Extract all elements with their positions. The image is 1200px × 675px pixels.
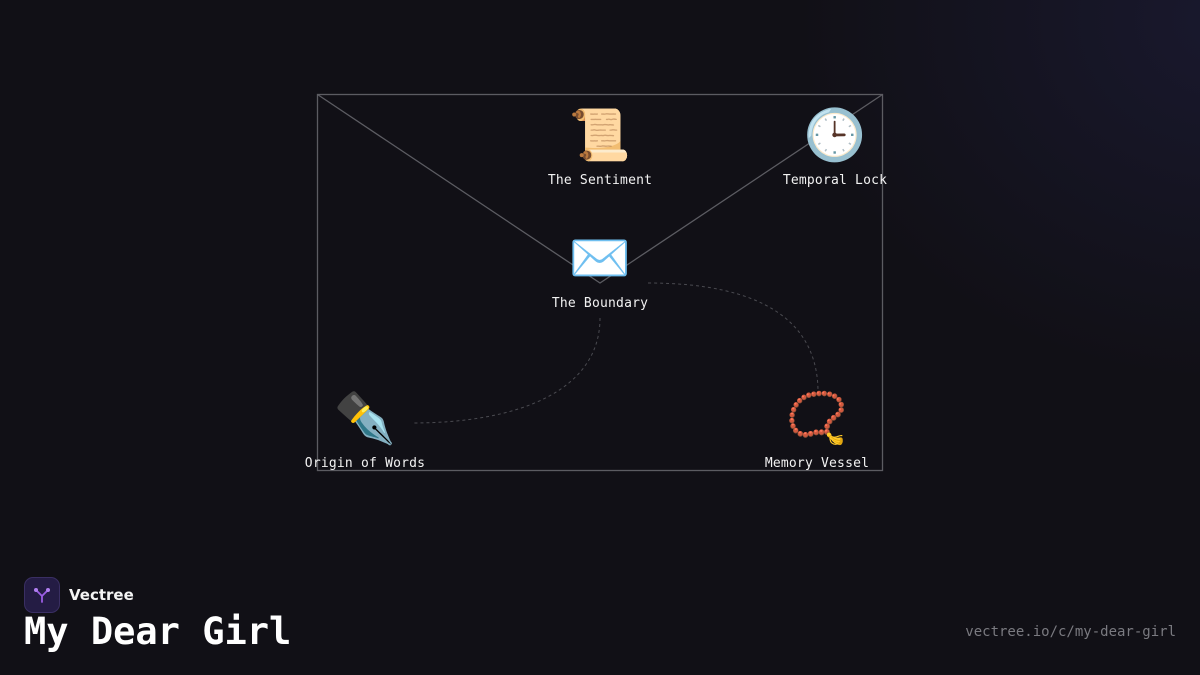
node-memory-vessel[interactable]: 📿 Memory Vessel <box>727 388 907 471</box>
node-temporal-lock[interactable]: 🕒 Temporal Lock <box>745 105 925 188</box>
envelope-flap <box>317 93 883 284</box>
clock-icon: 🕒 <box>803 106 867 164</box>
scroll-icon: 📜 <box>568 106 632 164</box>
brand-name: Vectree <box>69 586 134 604</box>
node-sentiment[interactable]: 📜 The Sentiment <box>510 105 690 188</box>
node-label: Temporal Lock <box>782 173 888 188</box>
node-label: Memory Vessel <box>764 456 870 471</box>
brand[interactable]: Vectree <box>24 577 134 613</box>
node-boundary[interactable]: ✉️ The Boundary <box>510 228 690 311</box>
connector-boundary-origin <box>411 317 601 424</box>
envelope-icon: ✉️ <box>568 229 632 287</box>
node-label: Origin of Words <box>304 456 426 471</box>
prayer-beads-icon: 📿 <box>785 389 849 447</box>
node-label: The Sentiment <box>547 173 653 188</box>
fountain-pen-icon: ✒️ <box>333 389 397 447</box>
node-origin-of-words[interactable]: ✒️ Origin of Words <box>275 388 455 471</box>
page-title: My Dear Girl <box>24 610 292 653</box>
envelope-body <box>316 93 884 472</box>
share-url[interactable]: vectree.io/c/my-dear-girl <box>965 624 1176 640</box>
tree-branch-icon <box>24 577 60 613</box>
envelope-outline <box>316 93 884 472</box>
node-label: The Boundary <box>551 296 649 311</box>
